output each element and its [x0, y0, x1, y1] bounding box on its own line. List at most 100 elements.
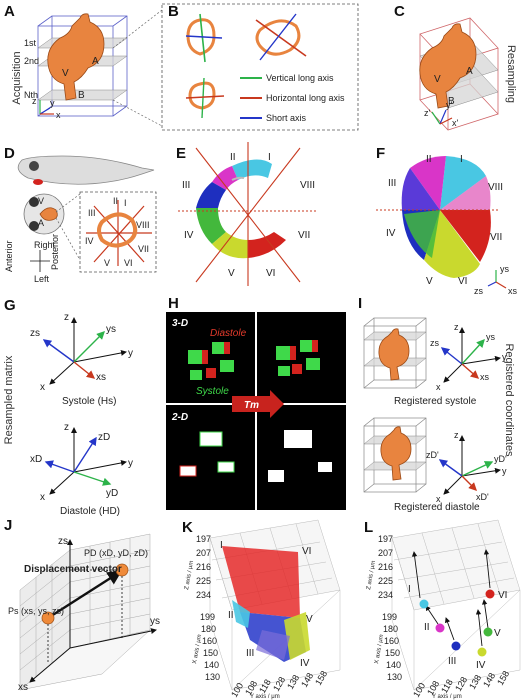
- sector-label-i: I: [220, 540, 223, 551]
- panel-letter-j: J: [4, 517, 12, 534]
- svg-text:197: 197: [196, 534, 211, 544]
- axis-triad-a: z y x: [32, 96, 61, 120]
- axis-x: x: [56, 110, 61, 120]
- sector-label-iv: IV: [85, 236, 94, 246]
- axis-x: x: [436, 382, 441, 392]
- sector-label-iii: III: [182, 180, 190, 191]
- legend-horizontal-long-axis: Horizontal long axis: [266, 93, 345, 103]
- axis-triad-f: ys zs xs: [474, 264, 518, 296]
- region-label-v: V: [434, 74, 441, 85]
- voxel-cluster-registered: [276, 340, 320, 376]
- svg-text:199: 199: [200, 612, 215, 622]
- point-label-v: V: [494, 628, 501, 639]
- side-label-resampled-matrix: Resampled matrix: [3, 355, 15, 444]
- x-axis-label-l: X axis / μm: [374, 634, 385, 664]
- sector-label-v: V: [426, 276, 433, 287]
- panel-j: J zs PD (xD, yD, zD) Displacement vector…: [4, 517, 160, 693]
- slice-2d-before: [179, 431, 235, 477]
- x-ticks-k: 199 180 160 150 140 130: [200, 612, 220, 682]
- svg-text:216: 216: [196, 562, 211, 572]
- sector-divider-lines: [178, 142, 318, 286]
- panel-letter-g: G: [4, 297, 16, 314]
- sector-label-vii: VII: [138, 244, 149, 254]
- heart-dot-icon: [33, 179, 43, 185]
- sector-label-v: V: [104, 258, 110, 268]
- sector-label-vii: VII: [490, 232, 502, 243]
- data-point-v: [483, 627, 493, 637]
- horizontal-long-axis-slice: [255, 13, 307, 61]
- panel-letter-a: A: [4, 3, 15, 20]
- x-ticks-l: 199 180 160 150 140 130: [382, 612, 402, 682]
- svg-text:118: 118: [439, 678, 455, 695]
- axis-y-prime: y': [446, 100, 453, 110]
- svg-text:160: 160: [384, 636, 399, 646]
- sector-label-iv: IV: [386, 228, 396, 239]
- eye-icon: [29, 221, 39, 231]
- compass-posterior: Posterior: [50, 234, 60, 270]
- panel-letter-l: L: [364, 519, 373, 536]
- heart-icon: [47, 13, 105, 101]
- segmented-ring: [196, 159, 286, 259]
- slice-plane-n: [37, 89, 128, 101]
- label-ys: ys: [150, 616, 160, 627]
- panel-letter-f: F: [376, 145, 385, 162]
- connector-dash: [55, 193, 81, 213]
- sector-label-ii: II: [113, 196, 118, 206]
- y-axis-label-l: Y axis / μm: [432, 694, 462, 700]
- panel-e: E II I III IV V VI VII VIII: [176, 142, 318, 286]
- axis-z: z: [454, 322, 459, 332]
- panel-letter-i: I: [358, 295, 362, 312]
- y-axis-label-k: Y axis / μm: [250, 694, 280, 700]
- sector-label-i: I: [124, 198, 127, 208]
- slice-label-nth: Nth: [24, 90, 38, 100]
- panel-l: L I II III IV V VI 197 207: [364, 519, 521, 700]
- label-2d: 2-D: [171, 412, 188, 423]
- diastole-axes: z zD xD y yD x: [30, 422, 133, 503]
- svg-text:138: 138: [467, 673, 483, 691]
- region-label-a: A: [466, 66, 473, 77]
- svg-text:148: 148: [299, 671, 315, 689]
- side-label-acquisition: Acquisition: [11, 51, 23, 104]
- axis-y: y: [50, 98, 55, 108]
- svg-text:150: 150: [203, 648, 218, 658]
- region-label-v: V: [62, 68, 69, 79]
- registered-diastole-volume: [363, 417, 427, 493]
- panel-k: K I II III IV V VI 197 207 216 225 234 Z…: [182, 519, 341, 700]
- axis-xs: xs: [508, 286, 518, 296]
- sector-label-ii: II: [228, 610, 234, 621]
- axis-x: x: [436, 494, 441, 504]
- svg-text:158: 158: [313, 669, 329, 687]
- svg-text:160: 160: [202, 636, 217, 646]
- compass-right: Right: [34, 240, 56, 250]
- registered-systole-axes: z zs ys y xs x: [430, 322, 507, 392]
- connector-dash: [112, 99, 163, 127]
- region-label-v: V: [38, 196, 44, 206]
- data-point-iv: [477, 647, 487, 657]
- point-label-iv: IV: [476, 660, 486, 671]
- displacement-vector-arrow: [47, 570, 123, 620]
- svg-text:100: 100: [229, 681, 245, 699]
- panel-letter-d: D: [4, 145, 15, 162]
- axis-xd-prime: xD': [476, 492, 489, 502]
- axis-y: y: [502, 466, 507, 476]
- svg-text:100: 100: [411, 681, 427, 699]
- panel-d: D V A II I III IV V VI VII VIII Anter: [4, 145, 157, 284]
- sector-label-ii: II: [230, 152, 236, 163]
- sector-label-viii: VIII: [300, 180, 315, 191]
- data-point-iii: [451, 641, 461, 651]
- sector-label-vi: VI: [124, 258, 133, 268]
- legend: Vertical long axis Horizontal long axis …: [240, 73, 345, 123]
- label-pd: PD (xD, yD, zD): [84, 548, 148, 558]
- compass-left: Left: [34, 274, 50, 284]
- sector-label-vii: VII: [298, 230, 310, 241]
- region-label-a: A: [92, 56, 99, 67]
- axis-yd: yD: [106, 488, 118, 499]
- region-label-a: A: [38, 218, 44, 228]
- sector-divider-lines: [86, 200, 152, 266]
- axis-xs: xs: [480, 372, 490, 382]
- axis-zd: zD: [98, 432, 110, 443]
- x-axis-label-k: X axis / μm: [192, 634, 203, 664]
- svg-text:234: 234: [196, 590, 211, 600]
- legend-short-axis: Short axis: [266, 113, 307, 123]
